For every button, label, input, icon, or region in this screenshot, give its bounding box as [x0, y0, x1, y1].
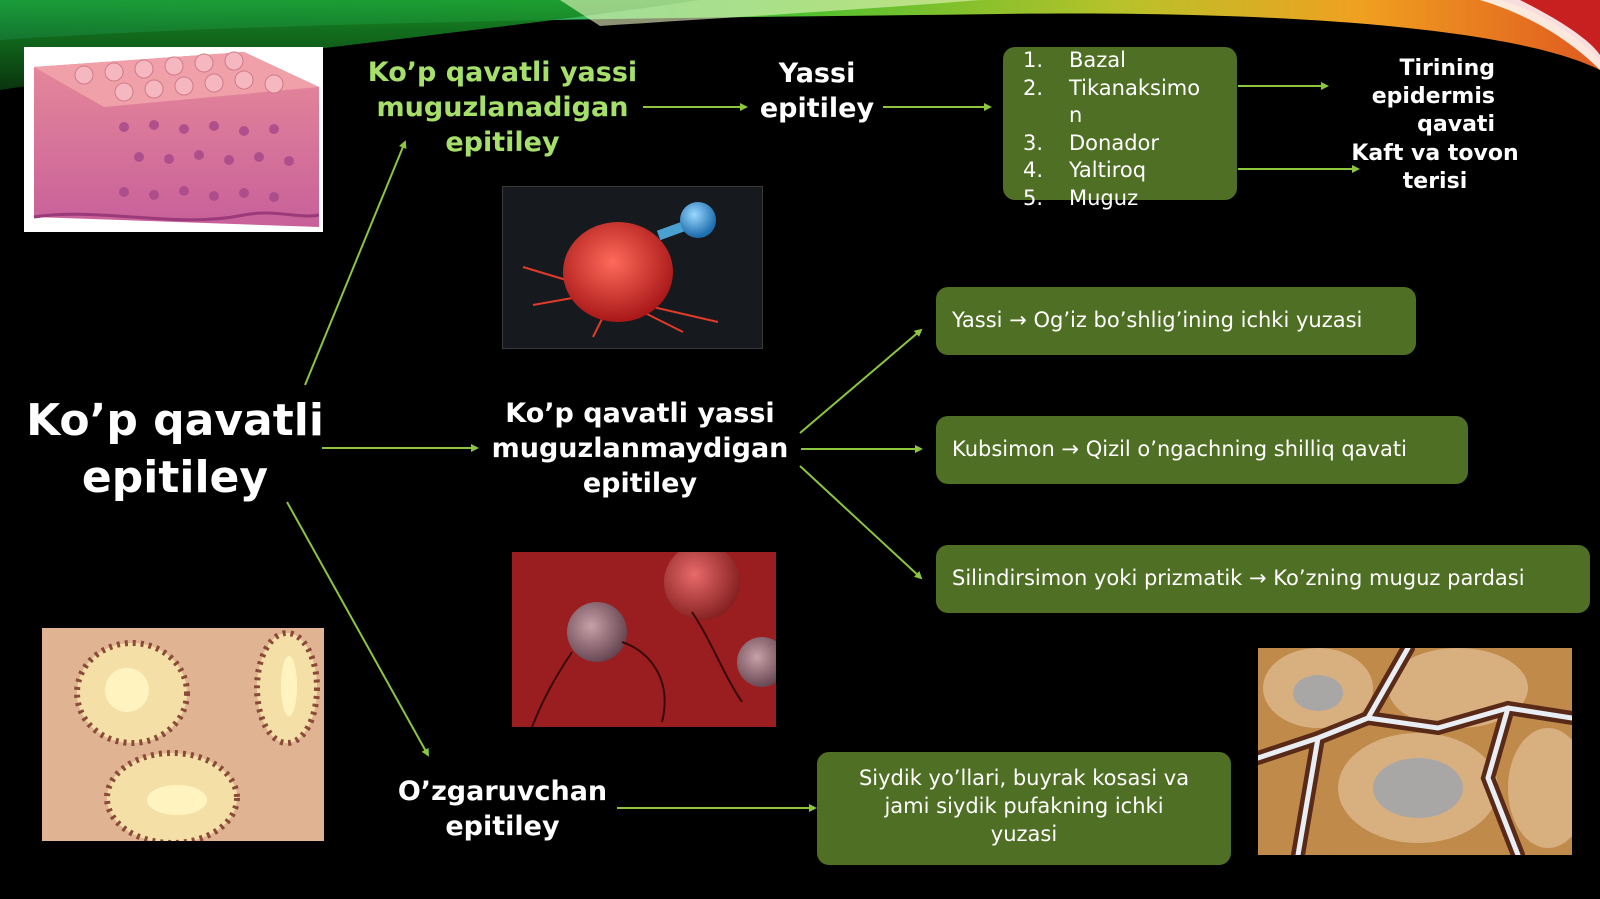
glandular-epithelium-histology [42, 628, 324, 841]
cancer-cell-image [502, 186, 763, 349]
transitional-epithelium-micrograph [1258, 648, 1572, 855]
layer-item: 4.Yaltiroq [1023, 158, 1147, 182]
main-title: Ko’p qavatli epitiley [26, 395, 324, 503]
tumor-cells-image [512, 552, 776, 727]
arrow-to-item-3 [799, 465, 923, 580]
nonkeratinized-title: Ko’p qavatli yassi muguzlanmaydigan epit… [491, 398, 789, 499]
location-epidermis: Tirining epidermis qavati [1371, 56, 1495, 137]
layer-item: 2.Tikanaksimon [1023, 75, 1201, 128]
layer-item: 1.Bazal [1023, 48, 1127, 72]
nonkeratinized-item-columnar: Silindirsimon yoki prizmatik → Ko’zning … [936, 545, 1590, 613]
top-banner-decoration [0, 0, 1600, 90]
layer-item: 5.Muguz [1023, 185, 1139, 210]
nonkeratinized-item-cuboidal: Kubsimon → Qizil o’ngachning shilliq qav… [936, 416, 1468, 484]
nonkeratinized-item-flat: Yassi → Og’iz bo’shlig’ining ichki yuzas… [936, 287, 1416, 355]
layer-item: 3.Donador [1023, 130, 1160, 155]
arrow-to-transitional [286, 501, 429, 757]
layers-list: 1.Bazal 2.Tikanaksimon 3.Donador 4.Yalti… [1023, 47, 1227, 212]
transitional-description: Siydik yo’llari, buyrak kosasi va jami s… [817, 752, 1231, 865]
layers-box: 1.Bazal 2.Tikanaksimon 3.Donador 4.Yalti… [1003, 47, 1237, 210]
arrow-to-item-1 [799, 328, 923, 434]
keratinized-title: Ko’p qavatli yassi muguzlanadigan epitil… [367, 57, 638, 158]
arrow-to-keratinized [304, 140, 407, 386]
location-palm-sole: Kaft va tovon terisi [1351, 141, 1519, 194]
transitional-title: O’zgaruvchan epitiley [397, 776, 608, 842]
stratified-epithelium-illustration [24, 47, 323, 232]
flat-epithelium-label: Yassi epitiley [759, 58, 875, 124]
